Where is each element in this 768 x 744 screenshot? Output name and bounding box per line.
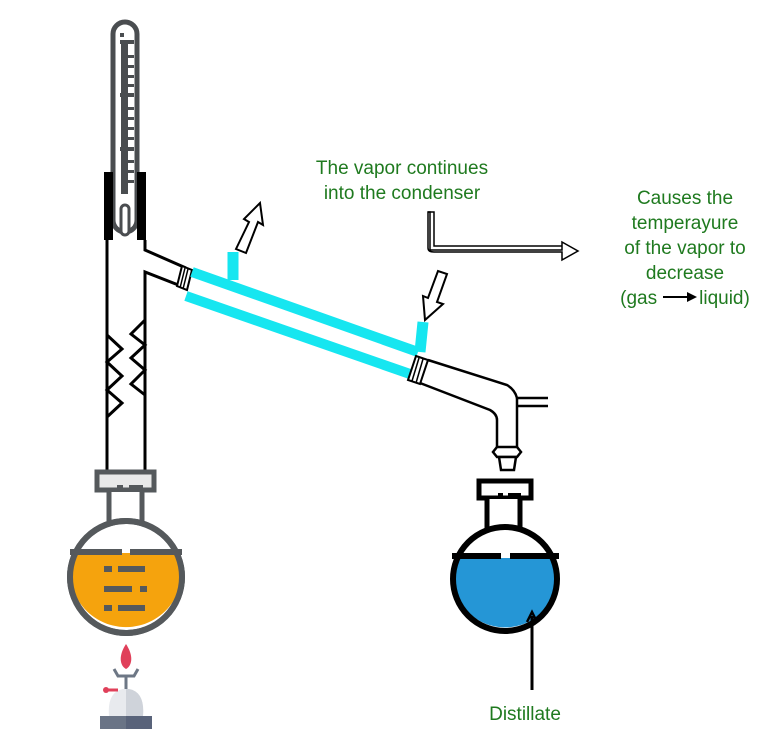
causes-label-line-2: temperayure [631, 213, 739, 234]
gas-to-liquid-line: (gas liquid) [602, 286, 768, 311]
distillate-label: Distillate [489, 704, 561, 725]
right-arrow-icon [663, 292, 698, 303]
liquid-marks [104, 566, 147, 611]
water-out-arrow-icon [234, 200, 265, 255]
distillate-liquid [453, 558, 557, 628]
bunsen-burner [100, 644, 152, 729]
distillate-pointer [525, 609, 539, 690]
causes-label-line-1: Causes the [636, 188, 734, 209]
stopper [104, 172, 146, 240]
vapor-label-line-1: The vapor continues [315, 158, 489, 179]
gas-text: (gas [620, 288, 658, 309]
receiving-flask [450, 478, 560, 634]
adapter [419, 358, 548, 472]
vapor-label-line-2: into the condenser [323, 183, 481, 204]
thermometer [110, 19, 140, 237]
vapor-condenser-label: The vapor continues into the condenser [288, 156, 516, 206]
causes-label: Causes the temperayure of the vapor to d… [602, 186, 768, 311]
causes-label-line-4: decrease [645, 263, 725, 284]
water-inlet [414, 321, 429, 353]
flow-arrow-icon [427, 211, 580, 262]
causes-label-line-3: of the vapor to [624, 238, 746, 259]
condenser-joint-left [175, 264, 194, 292]
distilling-flask [67, 469, 185, 636]
fractionating-column [104, 240, 187, 478]
water-in-arrow-icon [421, 269, 449, 323]
thermometer-bulb [119, 203, 131, 237]
condenser [184, 252, 429, 379]
thermometer-column [121, 44, 128, 194]
flame-icon [120, 644, 132, 669]
condenser-joint-right [406, 354, 430, 386]
thermometer-scale [120, 40, 134, 183]
liquid-text: liquid) [699, 288, 750, 309]
